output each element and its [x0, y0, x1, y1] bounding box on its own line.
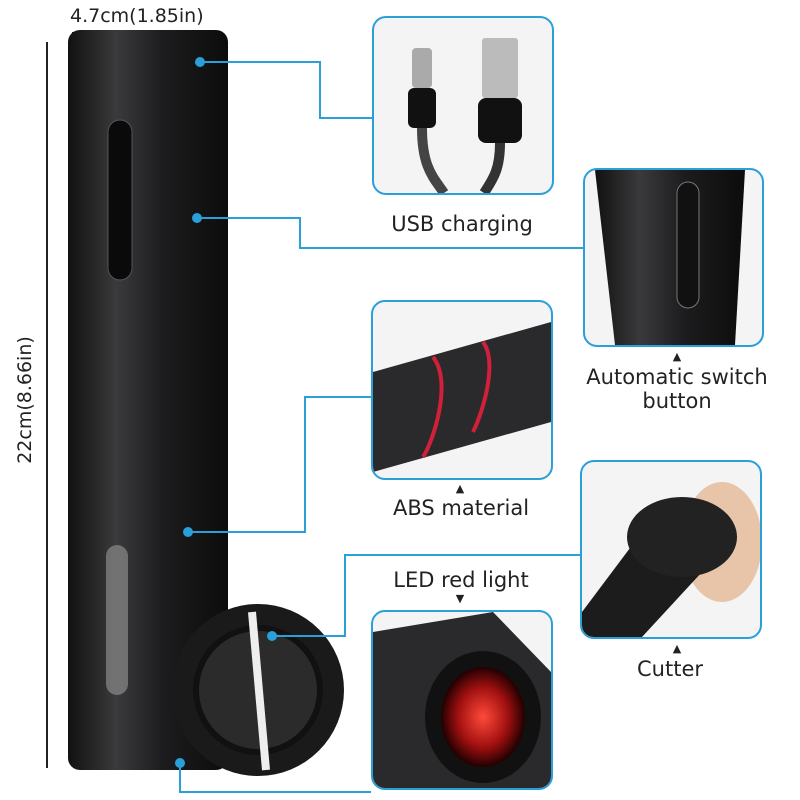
- led-red-light-image: [371, 610, 553, 790]
- usb-charging-label: USB charging: [391, 212, 533, 236]
- abs-material-label: ABS material: [392, 496, 530, 520]
- switch-label-line1: Automatic switch: [586, 365, 768, 389]
- cutter-blade: [248, 611, 270, 771]
- cutter-image: [580, 460, 762, 639]
- up-arrow-icon: ▲: [455, 482, 465, 495]
- window-slot: [106, 545, 128, 695]
- switch-button-image: [583, 168, 764, 347]
- abs-material-image: [371, 300, 553, 480]
- height-label: 22cm(8.66in): [14, 336, 36, 464]
- led-red-light-label: LED red light: [393, 568, 529, 592]
- up-arrow-icon: ▲: [672, 642, 682, 655]
- switch-slot: [107, 119, 133, 281]
- up-arrow-icon: ▲: [672, 350, 682, 363]
- usb-cable-icon: [408, 38, 522, 193]
- usb-charging-image: [372, 16, 554, 195]
- switch-label-line2: button: [642, 389, 712, 413]
- width-label: 4.7cm(1.85in): [70, 5, 204, 27]
- cutter-label: Cutter: [637, 657, 703, 681]
- down-arrow-icon: ▼: [455, 592, 465, 605]
